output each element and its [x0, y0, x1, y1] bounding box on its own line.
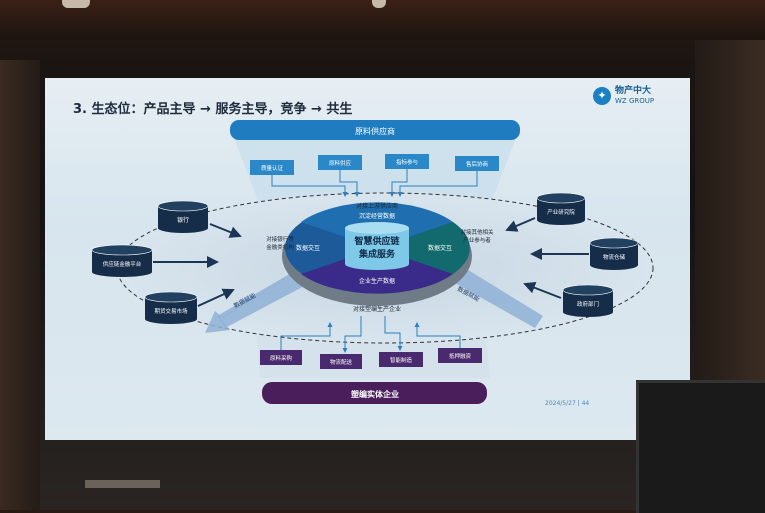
- center-cylinder-bottom: [345, 258, 409, 270]
- node-logistics: 物流仓储: [603, 253, 626, 261]
- top-boxes: 质量认证 原料供应 指标参与 售后协商: [250, 154, 499, 197]
- top-box: [318, 155, 362, 170]
- top-band-label: 原料供应商: [355, 126, 395, 136]
- bottom-box-label: 智能制造: [390, 356, 413, 364]
- center-label-1: 智慧供应链: [354, 235, 400, 247]
- ring-left-label: 金融类机构: [266, 243, 294, 251]
- bottom-band: [262, 382, 487, 404]
- arrow-data-empower-left-body: [217, 268, 310, 328]
- disc-left-label: 数据交互: [296, 244, 320, 252]
- node-scf-platform: 供应链金融平台: [103, 260, 142, 268]
- top-box-label: 指标参与: [396, 158, 418, 166]
- bottom-box-label: 物流配送: [330, 358, 353, 366]
- right-nodes: 产业研究院 物流仓储 政府部门: [505, 192, 639, 317]
- center-cylinder-top: [345, 222, 409, 234]
- left-nodes: 银行 供应链金融平台 期货交易市场: [91, 200, 242, 324]
- logo-cn: 物产中大: [615, 86, 652, 96]
- disc-right-segment: [377, 222, 470, 274]
- disc-bottom-label: 企业生产数据: [359, 277, 395, 285]
- projected-slide: 3. 生态位：产品主导 → 服务主导，竞争 → 共生 ✦ 物产中大 WZ GRO…: [45, 78, 690, 440]
- ceiling-light: [62, 0, 90, 8]
- ecosystem-diagram: 原料供应商 质量认证 原料供应 指标参与 售后协商 数据赋能 数据赋能: [91, 120, 654, 404]
- bottom-box-label: 抵押融资: [449, 352, 472, 360]
- bottom-boxes: 原料采购 物流配送 智能制造 抵押融资: [260, 316, 482, 369]
- top-box-label: 原料供应: [329, 159, 352, 167]
- logo-icon: ✦: [593, 87, 611, 105]
- top-box: [385, 154, 429, 169]
- bottom-band-label: 塑编实体企业: [351, 389, 399, 399]
- top-box: [250, 160, 294, 175]
- arrow-data-empower-left: [205, 273, 295, 333]
- node-government: 政府部门: [577, 300, 599, 308]
- node-futures-market: 期货交易市场: [154, 307, 188, 315]
- logo-en: WZ GROUP: [615, 97, 655, 105]
- node-industry-institute: 产业研究院: [547, 208, 575, 216]
- top-box-label: 质量认证: [261, 164, 284, 172]
- disc-bottom-segment: [301, 248, 453, 294]
- ceiling-light: [372, 0, 386, 8]
- ring-bottom-label: 对接塑编生产企业: [353, 305, 401, 313]
- wall-left: [0, 60, 40, 510]
- bottom-box-label: 原料采购: [270, 354, 293, 362]
- top-box: [455, 156, 499, 171]
- company-logo: ✦ 物产中大 WZ GROUP: [593, 86, 654, 106]
- disc-top-label: 沉淀经营数据: [359, 212, 395, 220]
- top-band: [230, 120, 520, 140]
- arrow-data-empower-right: [455, 268, 543, 328]
- ring-left-label: 对接银行等: [266, 235, 294, 243]
- slide-title: 3. 生态位：产品主导 → 服务主导，竞争 → 共生: [73, 102, 353, 117]
- disc-right-label: 数据交互: [428, 244, 452, 252]
- foreground-monitor: [636, 380, 765, 513]
- center-label-2: 集成服务: [358, 248, 396, 260]
- node-bank: 银行: [177, 216, 189, 224]
- slide-footer: 2024/5/27 | 44: [545, 400, 590, 407]
- ring-right-label: 对接其他相关: [460, 228, 494, 236]
- shelf: [85, 480, 160, 488]
- ring-top-label: 对接上游供应商: [356, 202, 398, 210]
- top-box-label: 售后协商: [466, 160, 489, 168]
- ring-right-label: 产业参与者: [463, 236, 491, 244]
